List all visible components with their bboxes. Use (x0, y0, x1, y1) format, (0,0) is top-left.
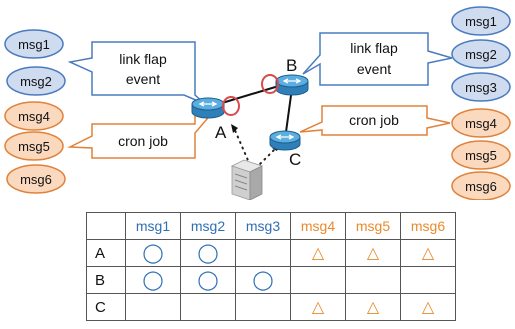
table-header-row: msg1 msg2 msg3 msg4 msg5 msg6 (86, 212, 456, 240)
right-msg-ellipse: msg2 (451, 39, 511, 69)
table-cell (345, 266, 401, 294)
col-header: msg6 (400, 212, 456, 240)
triangle-icon: △ (421, 244, 435, 262)
table-cell (235, 239, 291, 267)
right-msg-label: msg2 (465, 47, 497, 62)
callout-right-cron-label: cron job (349, 112, 399, 128)
right-msg-ellipse: msg3 (451, 72, 511, 102)
triangle-icon: △ (366, 244, 380, 262)
col-header: msg3 (235, 212, 291, 240)
table-cell (125, 293, 181, 321)
table-cell: △ (345, 239, 401, 267)
left-msg-ellipse: msg1 (4, 29, 64, 59)
triangle-icon: △ (366, 298, 380, 316)
table-cell: ◯ (180, 266, 236, 294)
left-msg-ellipse: msg6 (6, 164, 66, 194)
table-cell (235, 293, 291, 321)
message-matrix-table: msg1 msg2 msg3 msg4 msg5 msg6 A ◯ ◯ △ △ … (86, 212, 456, 321)
left-message-list: msg1 msg2 msg4 msg5 msg6 (4, 29, 66, 194)
left-msg-label: msg2 (20, 74, 52, 89)
callout-left-link-flap: link flap event (67, 41, 206, 105)
table-cell: △ (345, 293, 401, 321)
row-label: C (86, 293, 126, 321)
right-msg-label: msg4 (465, 116, 497, 131)
circle-icon: ◯ (142, 242, 164, 264)
callout-left-link-line2: event (126, 71, 160, 87)
table-cell: ◯ (125, 266, 181, 294)
circle-icon: ◯ (252, 269, 274, 291)
table-cell (290, 266, 346, 294)
left-msg-label: msg4 (18, 109, 50, 124)
left-msg-ellipse: msg4 (4, 101, 64, 131)
right-msg-label: msg3 (465, 80, 497, 95)
triangle-icon: △ (311, 244, 325, 262)
router-arrows-icon (198, 101, 218, 107)
right-msg-ellipse: msg1 (451, 6, 511, 36)
router-a (191, 97, 225, 119)
router-c-label: C (289, 150, 301, 169)
right-msg-label: msg6 (465, 179, 497, 194)
triangle-icon: △ (421, 298, 435, 316)
router-arrows-icon (275, 134, 295, 140)
table-row: C △ △ △ (86, 293, 456, 321)
callout-left-cron-label: cron job (118, 133, 168, 149)
link-server-c (255, 147, 277, 169)
triangle-icon: △ (311, 298, 325, 316)
left-msg-ellipse: msg2 (6, 66, 66, 96)
arrow-head-a (231, 124, 238, 133)
table-cell: △ (290, 239, 346, 267)
callout-left-link-line1: link flap (119, 51, 167, 67)
server-icon (230, 159, 264, 200)
callout-left-cron: cron job (67, 110, 215, 159)
col-header: msg1 (125, 212, 181, 240)
callout-right-link-line1: link flap (350, 40, 398, 56)
table-cell: △ (400, 239, 456, 267)
router-arrows-icon (282, 78, 302, 84)
callout-right-link-line2: event (357, 61, 391, 77)
table-row: B ◯ ◯ ◯ (86, 266, 456, 294)
circle-icon: ◯ (142, 269, 164, 291)
table-cell: ◯ (125, 239, 181, 267)
router-b-label: B (286, 56, 297, 75)
table-cell: ◯ (180, 239, 236, 267)
callout-right-cron: cron job (299, 105, 451, 136)
header-corner (86, 212, 126, 240)
row-label: B (86, 266, 126, 294)
circle-icon: ◯ (197, 242, 219, 264)
table-row: A ◯ ◯ △ △ △ (86, 239, 456, 267)
table-cell: △ (400, 293, 456, 321)
col-header: msg4 (290, 212, 346, 240)
router-c (269, 130, 301, 151)
col-header: msg5 (345, 212, 401, 240)
left-msg-label: msg1 (18, 37, 50, 52)
callout-right-link-flap: link flap event (302, 32, 453, 86)
right-message-list: msg1 msg2 msg3 msg4 msg5 msg6 (451, 6, 511, 200)
table-cell: △ (290, 293, 346, 321)
network-diagram: msg1 msg2 msg4 msg5 msg6 msg1 msg2 (4, 6, 511, 200)
left-msg-label: msg5 (18, 139, 50, 154)
right-msg-ellipse: msg4 (451, 108, 511, 138)
right-msg-ellipse: msg5 (451, 140, 511, 170)
table-cell (400, 266, 456, 294)
router-a-label: A (215, 123, 227, 142)
right-msg-label: msg1 (465, 14, 497, 29)
row-label: A (86, 239, 126, 267)
right-msg-ellipse: msg6 (451, 171, 511, 200)
table-cell: ◯ (235, 266, 291, 294)
highlight-port-b (261, 74, 279, 94)
router-b (275, 74, 309, 96)
table-cell (180, 293, 236, 321)
link-server-a (233, 127, 251, 166)
left-msg-label: msg6 (20, 172, 52, 187)
circle-icon: ◯ (197, 269, 219, 291)
highlight-port-a (222, 96, 240, 116)
col-header: msg2 (180, 212, 236, 240)
right-msg-label: msg5 (465, 148, 497, 163)
left-msg-ellipse: msg5 (4, 131, 64, 161)
